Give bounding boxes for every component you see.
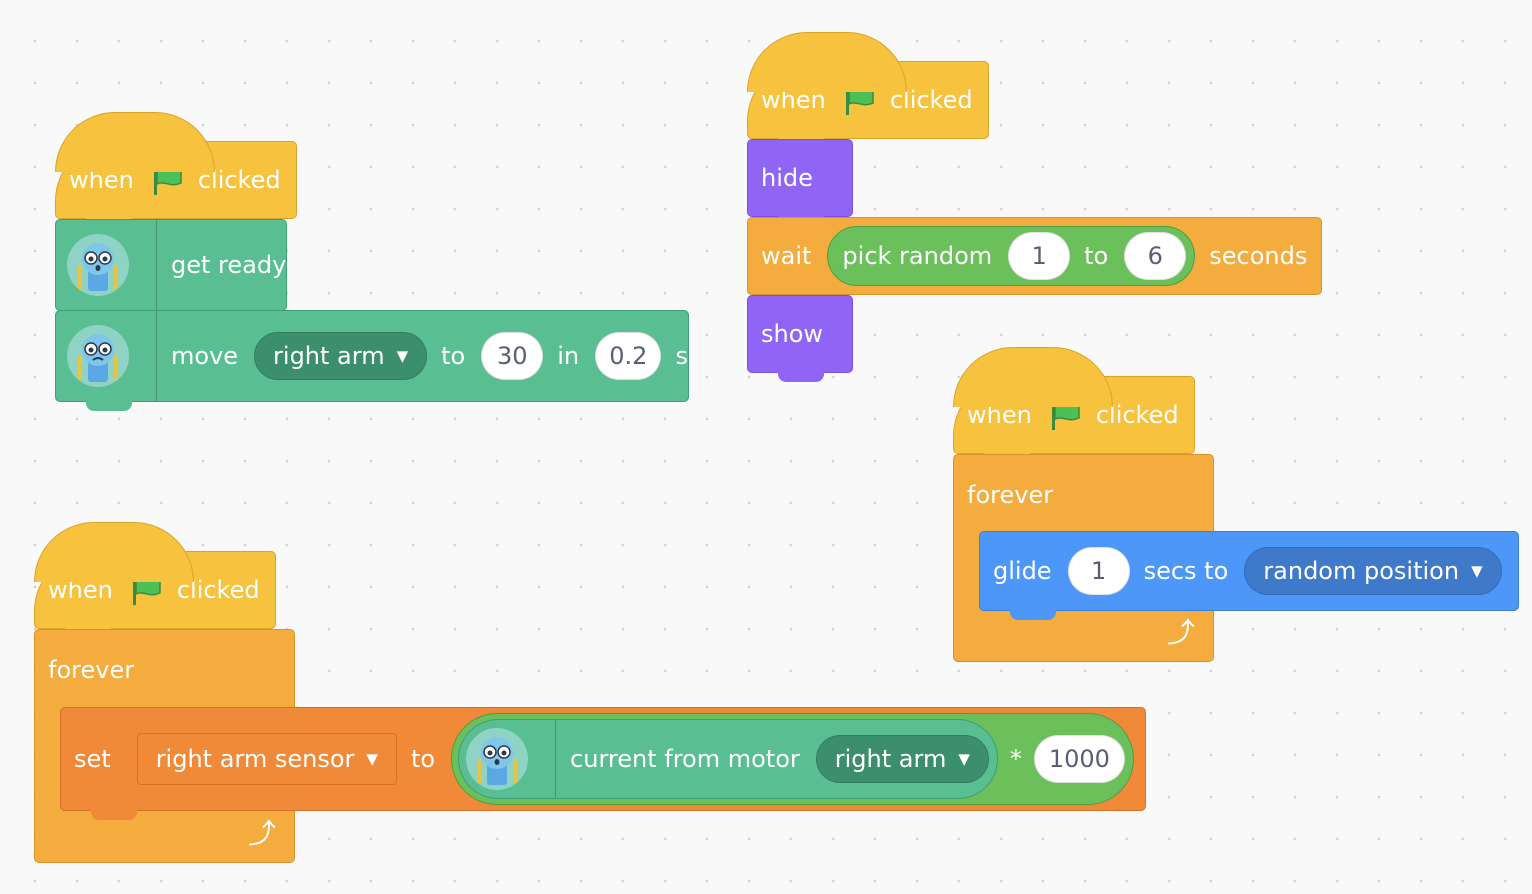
block-notch <box>778 372 824 382</box>
multiply-reporter[interactable]: current from motor right arm ▼ * 1000 <box>451 713 1134 805</box>
when-label: when <box>48 576 113 604</box>
random-to-input[interactable]: 6 <box>1124 232 1187 280</box>
green-flag-icon <box>845 85 874 115</box>
glide-target-value: random position <box>1263 557 1460 585</box>
multiply-operator-label: * <box>1009 745 1022 773</box>
variable-dropdown[interactable]: right arm sensor ▼ <box>136 733 397 785</box>
green-flag-icon <box>132 575 161 605</box>
block-notch <box>86 401 132 411</box>
arm-dropdown[interactable]: right arm ▼ <box>254 332 428 380</box>
when-label: when <box>967 401 1032 429</box>
glide-secs-input[interactable]: 1 <box>1067 547 1130 595</box>
glide-target-dropdown[interactable]: random position ▼ <box>1244 547 1502 595</box>
seconds-label: seconds <box>1209 242 1308 270</box>
seconds-unit-label: s <box>675 342 688 370</box>
get-ready-block[interactable]: get ready <box>55 219 287 311</box>
extension-icon-divider <box>66 311 157 401</box>
variable-value: right arm sensor <box>155 745 355 773</box>
arm-dropdown-value: right arm <box>273 342 385 370</box>
robot-avatar-icon <box>67 325 129 387</box>
robot-avatar-icon <box>466 728 529 790</box>
clicked-label: clicked <box>197 166 281 194</box>
glide-block[interactable]: glide 1 secs to random position ▼ <box>979 531 1519 620</box>
when-label: when <box>69 166 134 194</box>
loop-arrow-icon: ⤴ <box>247 817 276 850</box>
set-label: set <box>74 745 111 773</box>
extension-icon-divider <box>465 720 557 798</box>
pick-random-label: pick random <box>842 242 993 270</box>
wait-block[interactable]: wait pick random 1 to 6 seconds <box>747 217 1322 295</box>
to-label: to <box>1084 242 1109 270</box>
dropdown-caret-icon: ▼ <box>958 750 970 768</box>
loop-arrow-icon: ⤴ <box>1166 616 1195 649</box>
green-flag-icon <box>153 165 182 195</box>
current-from-motor-label: current from motor <box>570 745 800 773</box>
random-from-input[interactable]: 1 <box>1008 232 1071 280</box>
duration-input[interactable]: 0.2 <box>595 332 662 380</box>
to-label: to <box>441 342 466 370</box>
secs-to-label: secs to <box>1143 557 1229 585</box>
motor-dropdown[interactable]: right arm ▼ <box>815 735 989 783</box>
set-variable-block[interactable]: set right arm sensor ▼ to <box>60 707 1146 820</box>
green-flag-icon <box>1051 400 1080 430</box>
when-flag-clicked-hat-2[interactable]: when clicked <box>747 32 989 148</box>
block-notch <box>1010 610 1056 620</box>
block-notch <box>91 810 137 820</box>
hide-block[interactable]: hide <box>747 139 853 226</box>
when-flag-clicked-hat-1[interactable]: when clicked <box>55 112 297 228</box>
forever-label: forever <box>967 481 1054 509</box>
dropdown-caret-icon: ▼ <box>366 750 378 768</box>
get-ready-label: get ready <box>171 251 287 279</box>
multiplier-input[interactable]: 1000 <box>1033 735 1125 783</box>
hide-label: hide <box>761 164 813 192</box>
motor-dropdown-value: right arm <box>834 745 947 773</box>
pick-random-reporter[interactable]: pick random 1 to 6 <box>827 226 1196 286</box>
in-label: in <box>557 342 580 370</box>
position-input[interactable]: 30 <box>481 332 544 380</box>
move-arm-block[interactable]: move right arm ▼ to 30 in 0.2 s <box>55 310 689 411</box>
when-label: when <box>761 86 826 114</box>
clicked-label: clicked <box>176 576 260 604</box>
wait-label: wait <box>761 242 812 270</box>
move-label: move <box>171 342 239 370</box>
show-block[interactable]: show <box>747 295 853 382</box>
forever-label: forever <box>48 656 135 684</box>
current-from-motor-reporter[interactable]: current from motor right arm ▼ <box>458 719 998 799</box>
clicked-label: clicked <box>889 86 973 114</box>
dropdown-caret-icon: ▼ <box>1471 562 1483 580</box>
clicked-label: clicked <box>1095 401 1179 429</box>
show-label: show <box>761 320 824 348</box>
to-label: to <box>410 745 436 773</box>
extension-icon-divider <box>66 220 157 310</box>
when-flag-clicked-hat-4[interactable]: when clicked <box>34 522 276 638</box>
dropdown-caret-icon: ▼ <box>396 347 409 365</box>
robot-avatar-icon <box>67 234 129 296</box>
when-flag-clicked-hat-3[interactable]: when clicked <box>953 347 1195 463</box>
glide-label: glide <box>993 557 1052 585</box>
